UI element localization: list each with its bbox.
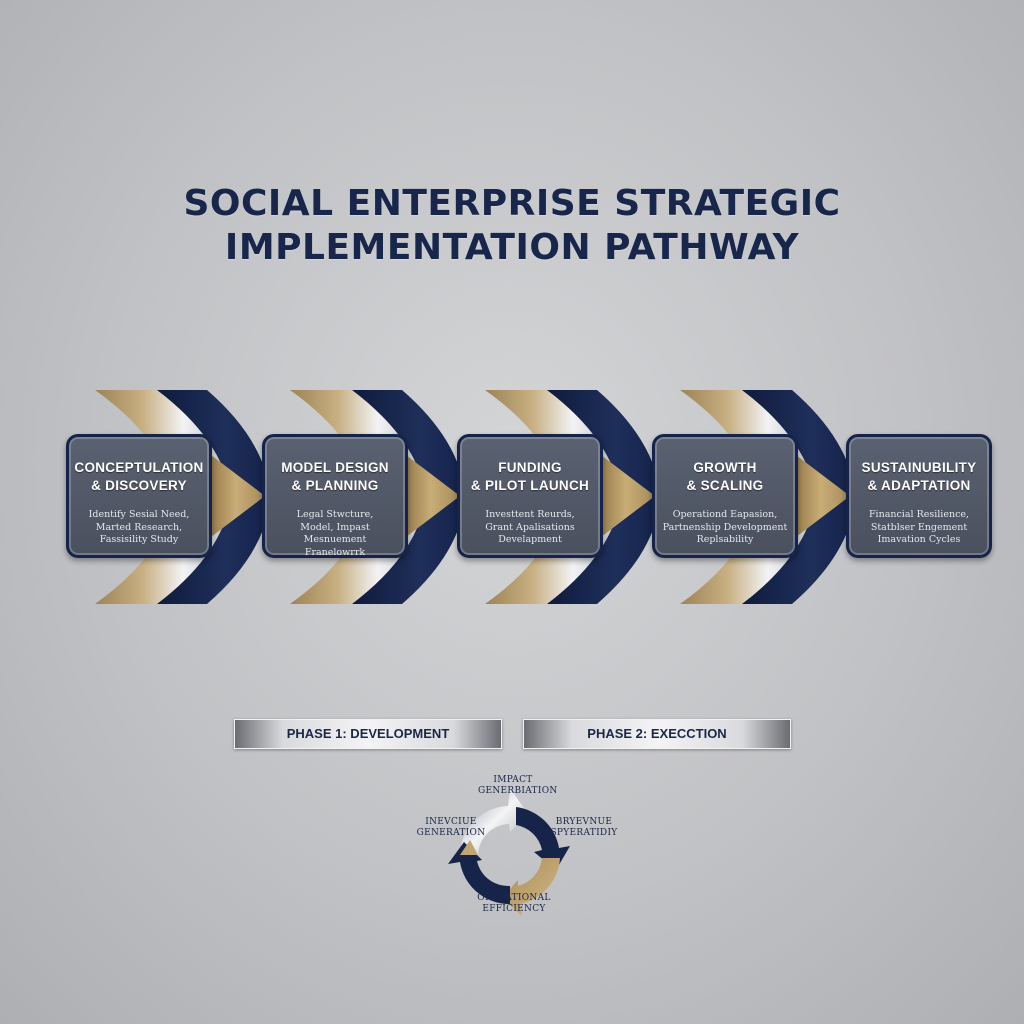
cycle-arrow-navy-right — [516, 807, 570, 870]
cycle-arrow-silver — [460, 788, 528, 855]
stage-3-funding: FUNDING & PILOT LAUNCH Investtent Reurds… — [457, 434, 603, 558]
stage-title: SUSTAINUBILITY & ADAPTATION — [861, 460, 977, 493]
cycle-arrow-navy-left — [448, 842, 510, 905]
stage-description: Operationd Eapasion, Partnenship Develop… — [662, 509, 788, 545]
page-title-line-2: IMPLEMENTATION PATHWAY — [224, 227, 800, 268]
stage-description: Identify Sesial Need, Marted Research, F… — [88, 509, 190, 545]
stage-title: MODEL DESIGN & PLANNING — [281, 460, 389, 493]
chevron-navy-4 — [742, 390, 856, 604]
chevron-gold-arrow-1 — [207, 452, 265, 540]
stage-5-sustainability: SUSTAINUBILITY & ADAPTATION Financial Re… — [846, 434, 992, 558]
chevron-gold-arrow-4 — [792, 452, 850, 540]
chevron-gold-arrow-3 — [597, 452, 655, 540]
phase-2-bar: PHASE 2: EXECCTION — [523, 719, 791, 749]
stage-title: GROWTH & SCALING — [686, 460, 764, 493]
stage-title: FUNDING & PILOT LAUNCH — [470, 460, 590, 493]
stage-description: Financial Resilience, Statblser Engement… — [868, 509, 970, 545]
cycle-arrow-gold — [502, 858, 560, 916]
stage-title: CONCEPTULATION & DISCOVERY — [74, 460, 204, 493]
stage-2-model-design: MODEL DESIGN & PLANNING Legal Stwcture, … — [262, 434, 408, 558]
stage-4-growth: GROWTH & SCALING Operationd Eapasion, Pa… — [652, 434, 798, 558]
phase-1-bar: PHASE 1: DEVELOPMENT — [234, 719, 502, 749]
stage-description: Legal Stwcture, Model, Impast Mesnuement… — [296, 509, 374, 558]
cycle-label-left: INEVCIUE GENERATION — [416, 817, 486, 838]
stage-description: Investtent Reurds, Grant Apalisations De… — [485, 509, 575, 545]
stage-1-conceptualization: CONCEPTULATION & DISCOVERY Identify Sesi… — [66, 434, 212, 558]
cycle-label-bottom: OPERATIONAL EFFICIENCY — [477, 893, 551, 914]
cycle-gold-wedge — [460, 840, 478, 855]
business-cycle-diagram — [448, 788, 570, 916]
chevron-navy-2 — [352, 390, 466, 604]
page-title-line-1: SOCIAL ENTERPRISE STRATEGIC — [183, 183, 841, 224]
cycle-label-right: BRYEVNUE SPYERATIDIY — [550, 817, 618, 838]
chevron-navy-3 — [547, 390, 661, 604]
cycle-label-top: IMPACT GENERBIATION — [478, 775, 558, 796]
chevron-gold-arrow-2 — [402, 452, 460, 540]
chevron-navy-1 — [157, 390, 271, 604]
